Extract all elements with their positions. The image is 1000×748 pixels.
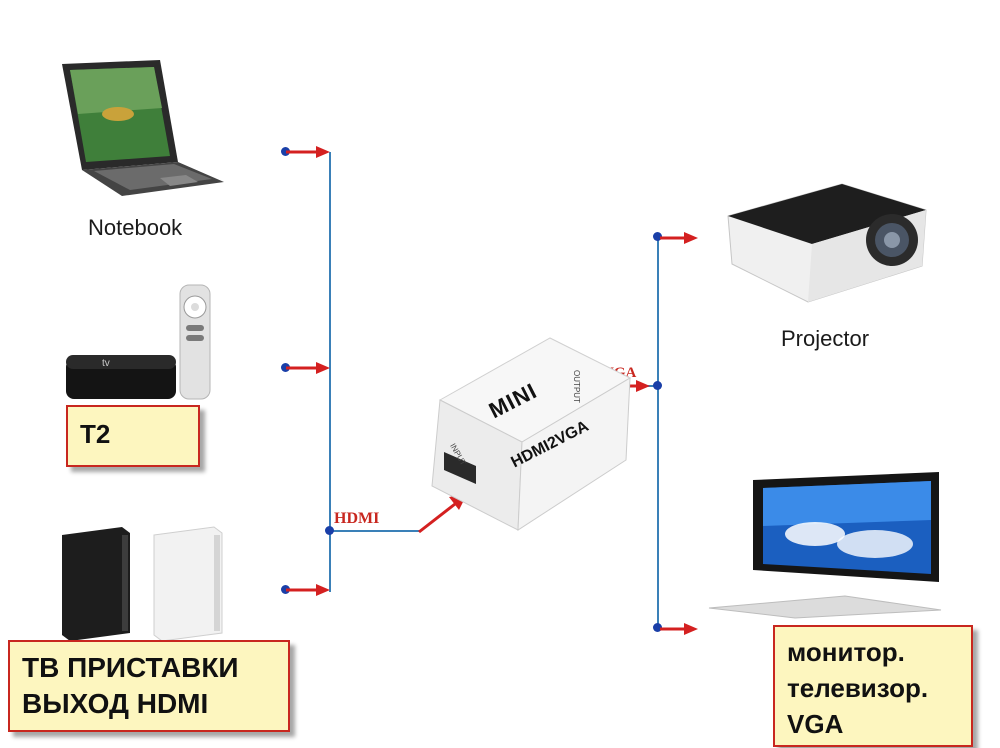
notebook-image [62, 60, 224, 196]
t2-connector-dot [281, 363, 290, 372]
projector-arrow [660, 232, 698, 244]
hdmi-link-line [329, 530, 421, 532]
monitor-label-line3: VGA [787, 709, 844, 739]
consoles-label-line2: ВЫХОД HDMI [22, 688, 209, 719]
t2-label-box: T2 [66, 405, 200, 467]
remote-image [179, 284, 211, 400]
consoles-image [62, 526, 223, 642]
hdmi-label: HDMI [334, 510, 380, 527]
monitor-connector-dot [653, 623, 662, 632]
svg-text:tv: tv [102, 358, 110, 369]
hdmi-junction-dot [325, 526, 334, 535]
monitor-label-line1: монитор. [787, 637, 905, 667]
monitor-image [708, 472, 942, 619]
notebook-arrow [286, 146, 330, 158]
t2-label: T2 [80, 419, 111, 449]
output-bus-line [657, 236, 659, 628]
t2-arrow [286, 362, 330, 374]
notebook-connector-dot [281, 147, 290, 156]
projector-connector-dot [653, 232, 662, 241]
notebook-label: Notebook [88, 215, 183, 240]
adapter-output-label: OUTPUT [571, 370, 581, 403]
console-arrow [286, 584, 330, 596]
hdmi2vga-adapter [431, 337, 632, 531]
vga-junction-dot [653, 381, 662, 390]
projector-image [727, 183, 927, 303]
apple-tv-image: tv [66, 355, 176, 399]
projector-label: Projector [781, 326, 870, 351]
monitor-arrow [660, 623, 698, 635]
consoles-label-line1: ТВ ПРИСТАВКИ [22, 652, 239, 683]
input-bus-line [329, 152, 331, 592]
monitor-label-box: монитор. телевизор. VGA [773, 625, 973, 747]
console-connector-dot [281, 585, 290, 594]
consoles-label-box: ТВ ПРИСТАВКИ ВЫХОД HDMI [8, 640, 290, 732]
monitor-label-line2: телевизор. [787, 673, 929, 703]
